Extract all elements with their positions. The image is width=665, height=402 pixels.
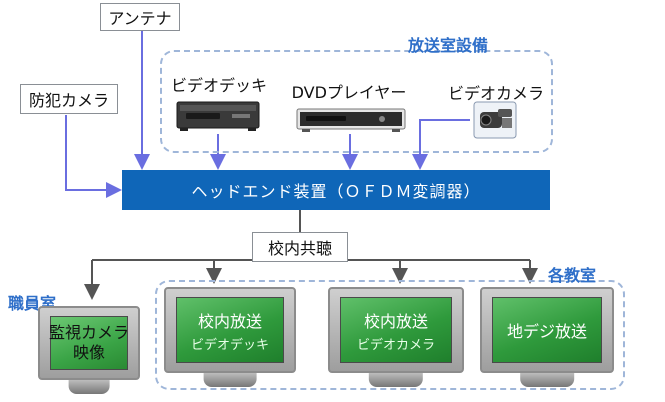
classroom-tv-camera-line1: 校内放送 xyxy=(363,311,428,331)
security-camera-line xyxy=(65,115,122,198)
vcr-label: ビデオデッキ xyxy=(170,76,267,95)
staff-monitor-screen: 監視カメラ 映像 xyxy=(38,306,140,380)
classrooms-group xyxy=(155,280,625,390)
staff-monitor-line1: 監視カメラ xyxy=(49,323,130,342)
classroom-tv-camera: 校内放送 ビデオカメラ xyxy=(328,287,464,387)
video-camera-label: ビデオカメラ xyxy=(447,84,544,103)
broadcast-room-group xyxy=(160,50,553,153)
antenna-label: アンテナ xyxy=(100,3,180,31)
staff-monitor-line2: 映像 xyxy=(72,343,105,362)
classroom-tv-digital: 地デジ放送 xyxy=(480,287,614,387)
classroom-tv-digital-line1: 地デジ放送 xyxy=(506,322,587,341)
camera-line xyxy=(412,119,470,170)
vcr-icon xyxy=(176,101,260,131)
dvd-player-icon xyxy=(296,108,406,132)
security-camera-label: 防犯カメラ xyxy=(20,84,118,114)
staff-monitor: 監視カメラ 映像 xyxy=(38,306,140,394)
classroom-tv-vcr-line2: ビデオデッキ xyxy=(190,337,269,353)
headend-unit: ヘッドエンド装置（ＯＦＤＭ変調器） xyxy=(122,170,550,210)
classrooms-title: 各教室 xyxy=(548,266,597,285)
dvd-player-label: DVDプレイヤー xyxy=(291,83,407,102)
video-camera-icon xyxy=(473,101,517,139)
staff-monitor-stand xyxy=(68,380,110,394)
classroom-tv-vcr-line1: 校内放送 xyxy=(197,311,262,331)
classroom-tv-camera-line2: ビデオカメラ xyxy=(356,337,435,353)
classroom-tv-vcr: 校内放送 ビデオデッキ xyxy=(164,287,296,387)
broadcast-room-title: 放送室設備 xyxy=(408,36,489,55)
distribution-box: 校内共聴 xyxy=(252,232,348,262)
